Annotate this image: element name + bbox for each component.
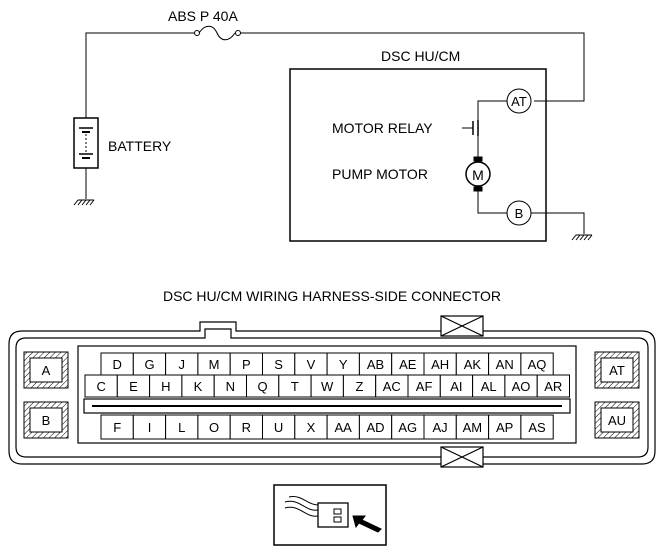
pin-label: AH xyxy=(431,357,449,372)
fuse-label: ABS P 40A xyxy=(168,8,238,24)
pin-label: AD xyxy=(366,420,384,435)
pin-label: W xyxy=(321,379,334,394)
pin-label: U xyxy=(274,420,283,435)
pin-cell xyxy=(229,414,263,440)
pin-label: F xyxy=(113,420,121,435)
pin-cell xyxy=(423,414,457,440)
terminal-at-connector: AT xyxy=(609,363,625,378)
pin-label: AE xyxy=(399,357,417,372)
pin-housing xyxy=(77,345,577,444)
wire-motor-to-b xyxy=(477,191,507,214)
pin-label: AB xyxy=(367,357,384,372)
pin-label: AC xyxy=(383,379,401,394)
module-box xyxy=(289,68,547,242)
pin-label: AM xyxy=(463,420,483,435)
module-label: DSC HU/CM xyxy=(381,48,460,64)
pin-label: I xyxy=(148,420,152,435)
pin-label: AJ xyxy=(433,420,448,435)
pin-label: AO xyxy=(512,379,531,394)
circuit-schematic xyxy=(73,25,593,242)
pin-cell xyxy=(536,374,571,398)
terminal-a: A xyxy=(42,363,51,378)
pin-label: AP xyxy=(496,420,513,435)
wire-at-to-relay xyxy=(477,100,507,128)
wire-battery-to-fuse xyxy=(85,32,194,112)
wire-b-to-ground xyxy=(531,212,585,234)
pin-cell xyxy=(455,414,490,440)
corner-terminals xyxy=(23,351,640,439)
pin-label: AI xyxy=(450,379,462,394)
terminal-at-label: AT xyxy=(511,94,527,109)
pin-label: R xyxy=(242,420,251,435)
pin-label: AN xyxy=(496,357,514,372)
fuse-element xyxy=(198,25,236,41)
pin-label: AG xyxy=(398,420,417,435)
pin-label: L xyxy=(178,420,185,435)
wire-fuse-to-module xyxy=(240,32,585,102)
pin-label: H xyxy=(161,379,170,394)
motor-symbol: M xyxy=(472,167,484,183)
pin-cell xyxy=(132,414,167,440)
pump-motor-label: PUMP MOTOR xyxy=(332,166,428,182)
pin-label: AQ xyxy=(528,357,547,372)
pin-label: X xyxy=(307,420,316,435)
pin-label: AR xyxy=(544,379,562,394)
motor-relay-label: MOTOR RELAY xyxy=(332,120,433,136)
connector-body xyxy=(8,315,656,468)
pin-label: E xyxy=(129,379,138,394)
pin-label: G xyxy=(144,357,154,372)
connector-view-icon xyxy=(273,484,387,546)
pin-cell xyxy=(520,414,554,440)
terminal-b-label: B xyxy=(515,206,524,221)
pin-cell xyxy=(165,414,199,440)
pin-label: D xyxy=(113,357,122,372)
pin-label: AL xyxy=(481,379,497,394)
battery-label: BATTERY xyxy=(108,138,172,154)
pin-cell xyxy=(197,414,231,440)
pin-label: M xyxy=(209,357,220,372)
pin-label: C xyxy=(97,379,106,394)
pin-label: Q xyxy=(258,379,268,394)
ground-icon xyxy=(73,199,95,206)
pin-cell xyxy=(294,414,328,440)
pump-motor-icon xyxy=(465,161,491,187)
pin-label: AA xyxy=(335,420,353,435)
pin-label: T xyxy=(291,379,299,394)
connector-outer-shell xyxy=(8,321,656,465)
fuse-terminal-left xyxy=(194,30,200,36)
pin-cell xyxy=(262,414,296,440)
pin-label: N xyxy=(226,379,235,394)
pin-label: AF xyxy=(416,379,433,394)
pin-label: O xyxy=(209,420,219,435)
pin-label: K xyxy=(194,379,203,394)
terminal-au: AU xyxy=(608,413,626,428)
pin-label: Z xyxy=(356,379,364,394)
pin-label: AK xyxy=(464,357,482,372)
terminal-b-connector: B xyxy=(42,413,51,428)
arrow-icon xyxy=(352,515,382,533)
fuse-terminal-right xyxy=(235,30,241,36)
pin-label: Y xyxy=(339,357,348,372)
connector-inner-shell xyxy=(15,328,649,458)
pin-label: V xyxy=(307,357,316,372)
pin-cell xyxy=(391,414,425,440)
connector-pins: D G J M P S V Y AB AE AH AK AN AQ C E H K N Q T W Z AC AF AI AL AO A… xyxy=(84,352,571,440)
pin-label: J xyxy=(179,357,186,372)
pin-cell xyxy=(358,414,393,440)
ground-icon-module xyxy=(571,234,593,241)
pin-label: P xyxy=(242,357,251,372)
pin-label: S xyxy=(274,357,283,372)
pin-label: AS xyxy=(528,420,546,435)
connector-title: DSC HU/CM WIRING HARNESS-SIDE CONNECTOR xyxy=(163,288,501,304)
